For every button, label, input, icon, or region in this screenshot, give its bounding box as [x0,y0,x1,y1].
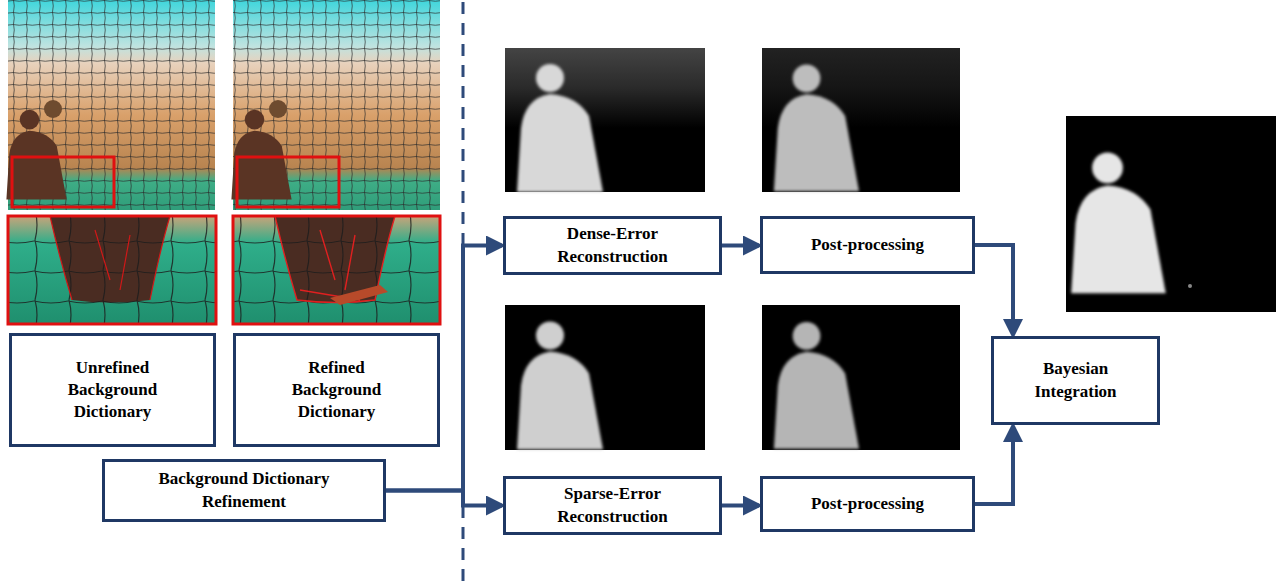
box-label: Unrefined Background Dictionary [55,357,170,423]
process-box: Unrefined Background Dictionary [9,333,216,447]
box-label: Dense-Error Reconstruction [538,223,688,267]
box-label: Background Dictionary Refinement [124,468,364,512]
flow-arrow [722,504,759,508]
box-label: Refined Background Dictionary [279,357,394,423]
process-box: Post-processing [760,216,975,274]
box-label: Post-processing [811,493,924,515]
flow-arrow [386,491,502,506]
process-box: Refined Background Dictionary [233,333,440,447]
process-box: Background Dictionary Refinement [102,459,386,522]
process-box: Dense-Error Reconstruction [503,216,722,275]
box-label: Sparse-Error Reconstruction [538,483,688,527]
box-label: Post-processing [811,234,924,256]
box-label: Bayesian Integration [1018,358,1133,402]
process-box: Post-processing [760,476,975,532]
process-box: Bayesian Integration [991,336,1160,425]
process-box: Sparse-Error Reconstruction [503,476,722,535]
flow-arrow [722,244,759,248]
flow-arrow [975,426,1013,504]
flow-arrow [975,245,1013,335]
